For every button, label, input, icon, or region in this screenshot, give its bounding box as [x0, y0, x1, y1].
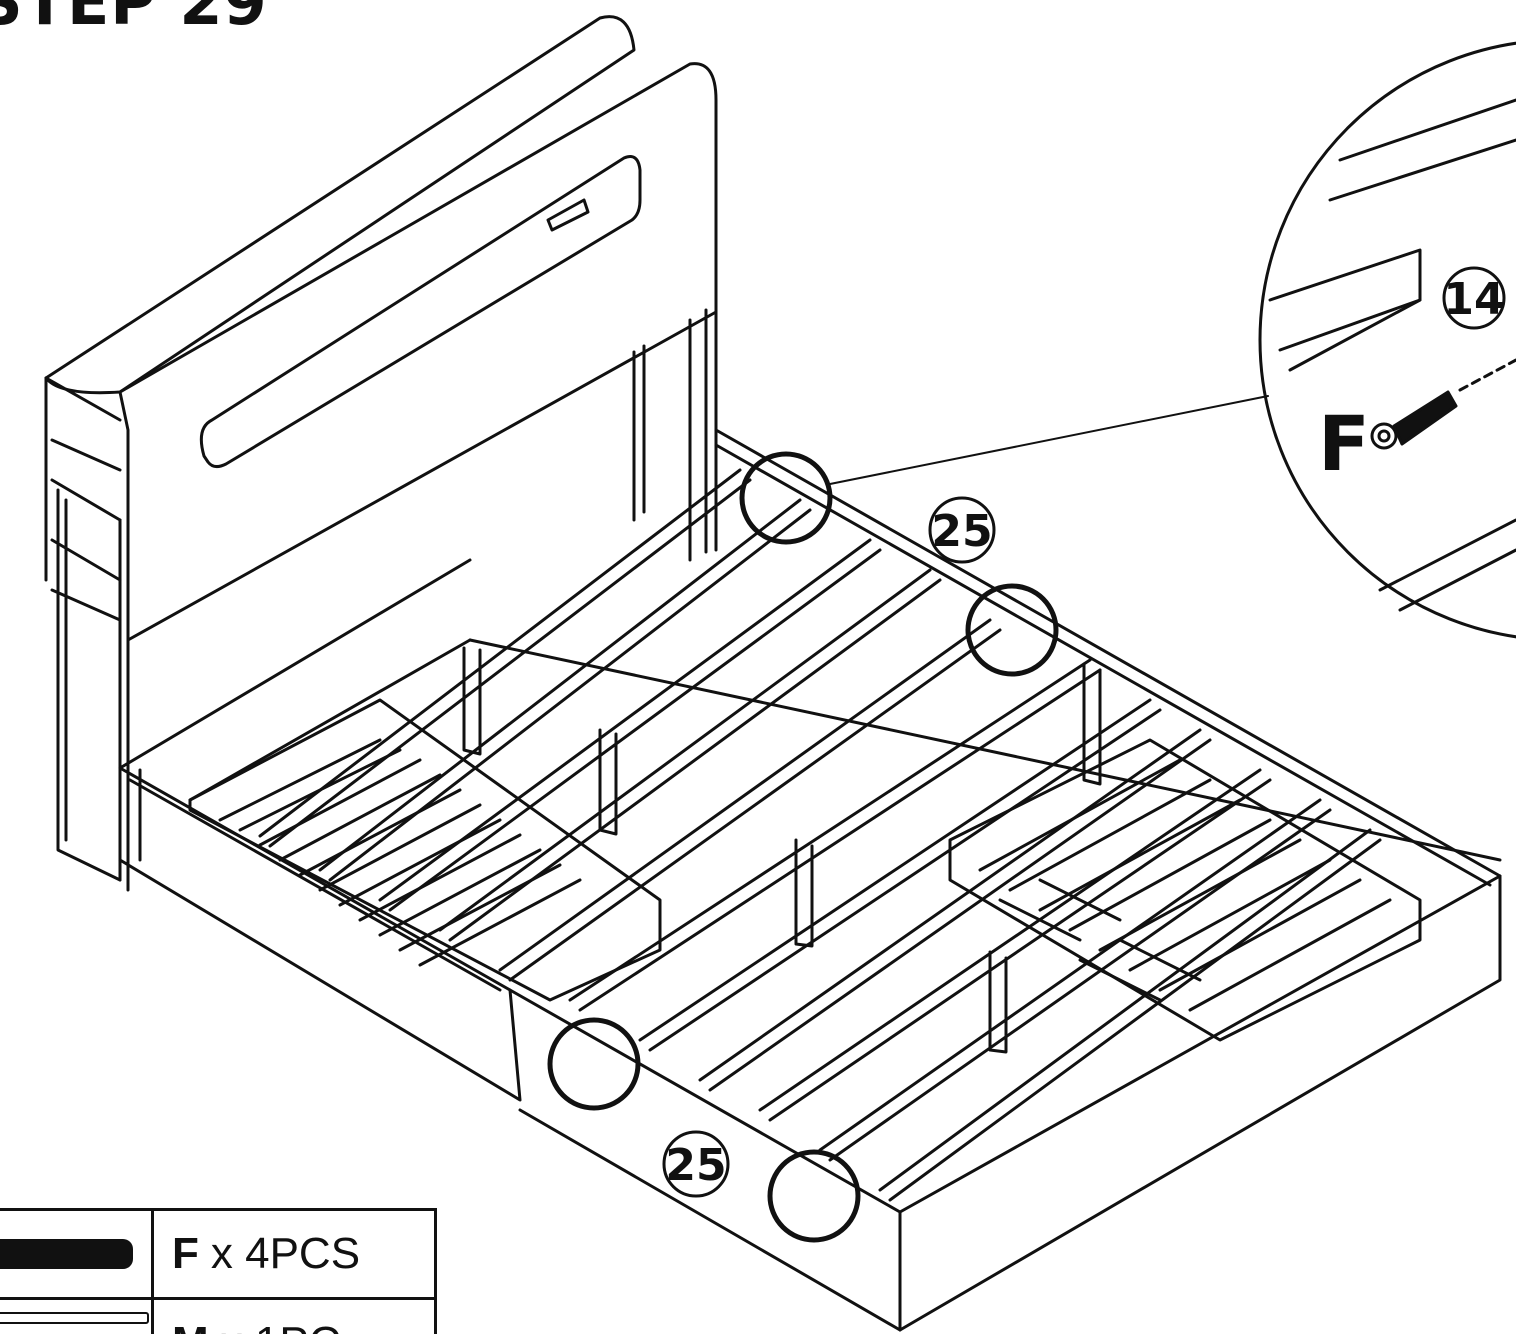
rod-icon	[0, 1312, 149, 1324]
part-number-rings	[662, 266, 1506, 1198]
storage-drawers	[188, 698, 1422, 1042]
detail-fastener-label: F	[1318, 399, 1370, 488]
parts-list: Fx 4PCS Mx 1PC	[0, 1208, 437, 1334]
part-letter: M	[172, 1318, 209, 1334]
detail-leader-line	[829, 395, 1269, 485]
part-icon-cell	[0, 1208, 154, 1300]
screw-location-circle	[965, 583, 1059, 677]
part-quantity: x 1PC	[221, 1318, 341, 1334]
part-icon-cell	[0, 1297, 154, 1334]
detail-magnifier	[1258, 41, 1516, 639]
support-legs	[462, 638, 1502, 1054]
part-label: Mx 1PC	[151, 1297, 437, 1334]
screw-icon	[0, 1239, 133, 1269]
step-title: STEP 29	[0, 0, 268, 39]
slats	[258, 468, 1382, 1202]
detail-part-number-label: 14	[1443, 274, 1504, 325]
headboard	[44, 15, 718, 892]
headboard-shelf-cutout	[199, 155, 642, 469]
screw-location-circle	[739, 451, 833, 545]
detail-screw-icon	[1370, 390, 1458, 450]
screw-location-circle	[547, 1017, 641, 1111]
parts-list-row: Mx 1PC	[0, 1297, 437, 1334]
screw-location-circle	[767, 1149, 861, 1243]
usb-port-icon	[546, 198, 590, 232]
part-quantity: x 4PCS	[210, 1229, 361, 1278]
frame-outline	[118, 428, 1502, 1332]
highlight-circles	[547, 451, 1059, 1243]
part-number-label: 25	[931, 506, 992, 557]
part-letter: F	[172, 1229, 199, 1278]
part-number-label: 25	[665, 1140, 726, 1191]
